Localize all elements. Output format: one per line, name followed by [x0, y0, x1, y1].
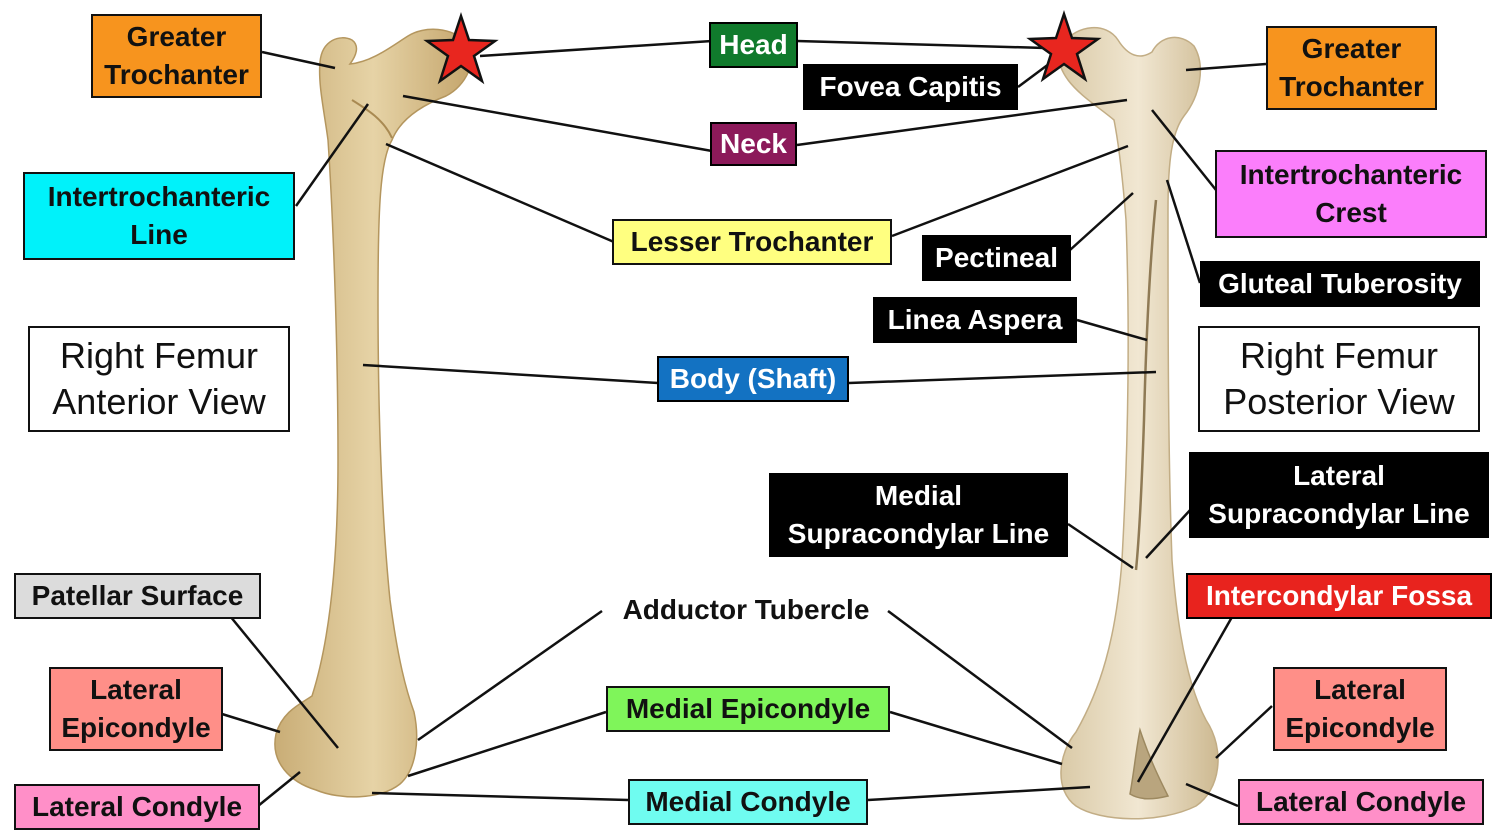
intercondylar-fossa-label: Intercondylar Fossa: [1186, 573, 1492, 619]
lesser-trochanter-label: Lesser Trochanter: [612, 219, 892, 265]
greater-trochanter-label-left: Greater Trochanter: [91, 14, 262, 98]
body-shaft-label: Body (Shaft): [657, 356, 849, 402]
linea-aspera-ridge: [1134, 199, 1158, 571]
femur-posterior-bone: [1057, 26, 1219, 820]
fovea-capitis-label: Fovea Capitis: [803, 64, 1018, 110]
lateral-epicondyle-label-left: Lateral Epicondyle: [49, 667, 223, 751]
lateral-epicondyle-label-right: Lateral Epicondyle: [1273, 667, 1447, 751]
lateral-supracondylar-line-label: Lateral Supracondylar Line: [1189, 452, 1489, 538]
femur-anterior-bone: [274, 28, 473, 798]
patellar-surface-label: Patellar Surface: [14, 573, 261, 619]
lateral-condyle-label-right: Lateral Condyle: [1238, 779, 1484, 825]
neck-label: Neck: [710, 122, 797, 166]
anterior-view-title: Right Femur Anterior View: [28, 326, 290, 432]
greater-trochanter-label-right: Greater Trochanter: [1266, 26, 1437, 110]
gluteal-tuberosity-label: Gluteal Tuberosity: [1200, 261, 1480, 307]
linea-aspera-label: Linea Aspera: [873, 297, 1077, 343]
medial-epicondyle-label: Medial Epicondyle: [606, 686, 890, 732]
intertrochanteric-crest-label: Intertrochanteric Crest: [1215, 150, 1487, 238]
medial-condyle-label: Medial Condyle: [628, 779, 868, 825]
adductor-tubercle-label: Adductor Tubercle: [622, 594, 870, 625]
pectineal-label: Pectineal: [922, 235, 1071, 281]
posterior-view-title: Right Femur Posterior View: [1198, 326, 1480, 432]
intertrochanteric-ridge-left: [351, 99, 393, 139]
star-icon: [423, 12, 499, 85]
medial-supracondylar-line-label: Medial Supracondylar Line: [769, 473, 1068, 557]
lateral-condyle-label-left: Lateral Condyle: [14, 784, 260, 830]
intertrochanteric-line-label: Intertrochanteric Line: [23, 172, 295, 260]
head-label: Head: [709, 22, 798, 68]
leader-lines: [221, 39, 1273, 808]
star-icon: [1026, 10, 1102, 83]
